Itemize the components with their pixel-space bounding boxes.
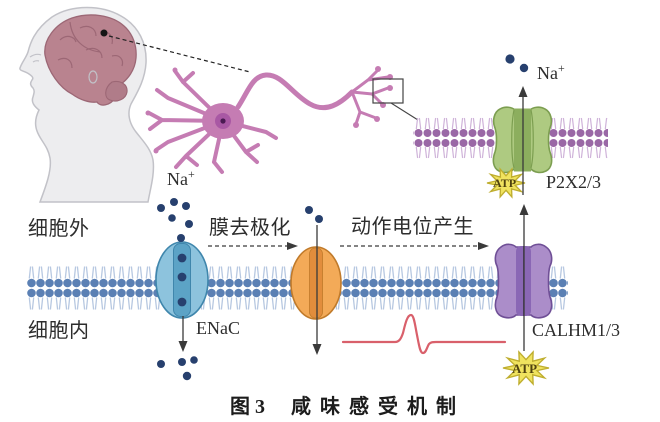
sodium-ions-above-orange-channel <box>305 206 323 223</box>
sodium-ions-top-right <box>505 54 529 73</box>
neuron-icon <box>145 66 393 174</box>
intracellular-label: 细胞内 <box>28 320 90 342</box>
membrane-depolarization-arrow <box>208 242 298 250</box>
atp-release-arrow <box>519 204 529 351</box>
action-potential-trace <box>341 313 507 355</box>
human-head-illustration <box>19 6 155 203</box>
enac-influx-arrow <box>178 316 188 352</box>
sodium-ions-above-enac <box>157 198 193 242</box>
sodium-efflux-arrow <box>518 86 528 195</box>
figure-title: 咸味感受机制 <box>291 396 465 418</box>
face-detail-lines <box>29 53 42 63</box>
atp-label-bottom: ATP <box>512 361 538 376</box>
brain-icon <box>44 14 137 106</box>
p2x-label: P2X2/3 <box>546 172 602 192</box>
sodium-ions-in-pore <box>177 253 187 307</box>
brain-to-neuron-dashed-line <box>108 35 251 73</box>
extracellular-label: 细胞外 <box>28 218 90 240</box>
membrane-depolarization-label: 膜去极化 <box>209 217 291 239</box>
figure-caption: 图 3 咸味感受机制 <box>230 390 465 419</box>
sodium-ions-below-enac <box>157 356 198 381</box>
depolarization-influx-arrow <box>312 225 322 355</box>
enac-channel <box>155 241 209 319</box>
axon-terminal-dots <box>145 66 393 154</box>
brain-signal-dot <box>100 29 108 37</box>
figure-number: 图 3 <box>230 396 265 418</box>
taste-receptor-channel <box>290 246 342 320</box>
calhm-label: CALHM1/3 <box>532 320 621 340</box>
action-potential-label: 动作电位产生 <box>351 216 474 238</box>
axon-terminal-zoom-box <box>372 78 404 104</box>
ear-outline <box>88 70 98 84</box>
sodium-label-left: Na+ <box>167 167 195 189</box>
sodium-label-top-right: Na+ <box>537 61 565 83</box>
atp-label-top: ATP <box>493 176 517 190</box>
action-potential-arrow <box>340 242 489 250</box>
enac-label: ENaC <box>196 318 240 338</box>
